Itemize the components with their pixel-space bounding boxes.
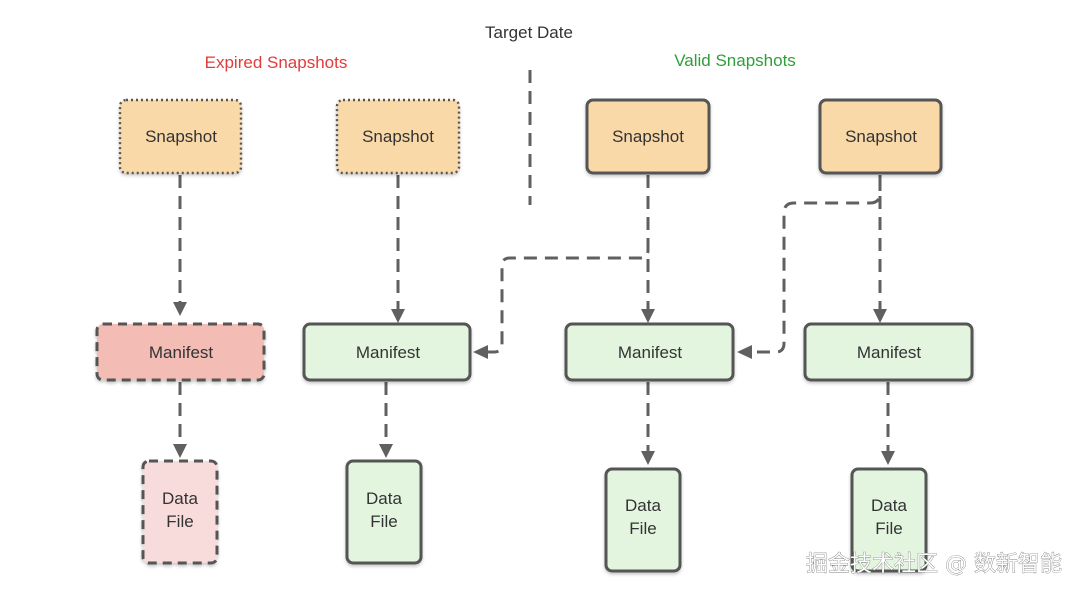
manifest-box-1 xyxy=(95,322,266,382)
data-file-node-1: Data File xyxy=(141,459,219,565)
arrow-snapshot-4-manifest-3 xyxy=(737,345,752,359)
arrow-snapshot-4-manifest-4 xyxy=(873,309,887,323)
snapshot-node-4: Snapshot xyxy=(818,98,943,175)
data-file-label-2-line2: File xyxy=(370,512,397,531)
snapshot-node-3: Snapshot xyxy=(585,98,711,175)
edge-snapshot-4-manifest-3 xyxy=(752,178,882,354)
snapshot-box-2 xyxy=(335,98,461,175)
snapshot-label-3: Snapshot xyxy=(612,127,684,146)
data-file-box-2 xyxy=(345,459,423,565)
manifest-node-4: Manifest xyxy=(803,322,974,382)
arrow-snapshot-3-manifest-2 xyxy=(473,345,488,359)
data-file-box-3 xyxy=(604,467,682,573)
data-file-label-3-line2: File xyxy=(629,519,656,538)
manifest-node-2: Manifest xyxy=(302,322,472,382)
snapshot-label-4: Snapshot xyxy=(845,127,917,146)
target-date-label: Target Date xyxy=(485,23,573,42)
data-file-node-3: Data File xyxy=(604,467,682,573)
data-file-label-1-line1: Data xyxy=(162,489,198,508)
manifest-node-3: Manifest xyxy=(564,322,735,382)
data-file-box-4 xyxy=(850,467,928,573)
data-file-label-4-line1: Data xyxy=(871,496,907,515)
edge-snapshot-3-manifest-2 xyxy=(488,240,650,354)
manifest-label-2: Manifest xyxy=(356,343,421,362)
valid-snapshots-heading: Valid Snapshots xyxy=(674,51,796,70)
snapshot-node-2: Snapshot xyxy=(335,98,461,175)
arrow-manifest-2-data-file-2 xyxy=(379,444,393,458)
arrow-snapshot-3-manifest-3 xyxy=(641,309,655,323)
arrow-snapshot-2-manifest-2 xyxy=(391,309,405,323)
arrow-manifest-1-data-file-1 xyxy=(173,444,187,458)
manifest-node-1: Manifest xyxy=(95,322,266,382)
data-file-label-4-line2: File xyxy=(875,519,902,538)
data-file-label-3-line1: Data xyxy=(625,496,661,515)
manifest-box-3 xyxy=(564,322,735,382)
arrow-manifest-3-data-file-3 xyxy=(641,451,655,465)
expired-snapshots-heading: Expired Snapshots xyxy=(205,53,348,72)
manifest-box-4 xyxy=(803,322,974,382)
snapshot-node-1: Snapshot xyxy=(118,98,243,175)
snapshot-box-4 xyxy=(818,98,943,175)
watermark-text: 掘金技术社区 @ 数新智能 xyxy=(806,552,1062,577)
arrow-manifest-4-data-file-4 xyxy=(881,451,895,465)
manifest-label-3: Manifest xyxy=(618,343,683,362)
arrow-snapshot-1-manifest-1 xyxy=(173,302,187,316)
data-file-node-4: Data File xyxy=(850,467,928,573)
data-file-node-2: Data File xyxy=(345,459,423,565)
data-file-label-2-line1: Data xyxy=(366,489,402,508)
manifest-box-2 xyxy=(302,322,472,382)
edges xyxy=(173,175,895,465)
snapshot-box-3 xyxy=(585,98,711,175)
manifest-label-4: Manifest xyxy=(857,343,922,362)
manifest-label-1: Manifest xyxy=(149,343,214,362)
snapshot-box-1 xyxy=(118,98,243,175)
snapshot-label-2: Snapshot xyxy=(362,127,434,146)
data-file-box-1 xyxy=(141,459,219,565)
data-file-label-1-line2: File xyxy=(166,512,193,531)
snapshot-label-1: Snapshot xyxy=(145,127,217,146)
